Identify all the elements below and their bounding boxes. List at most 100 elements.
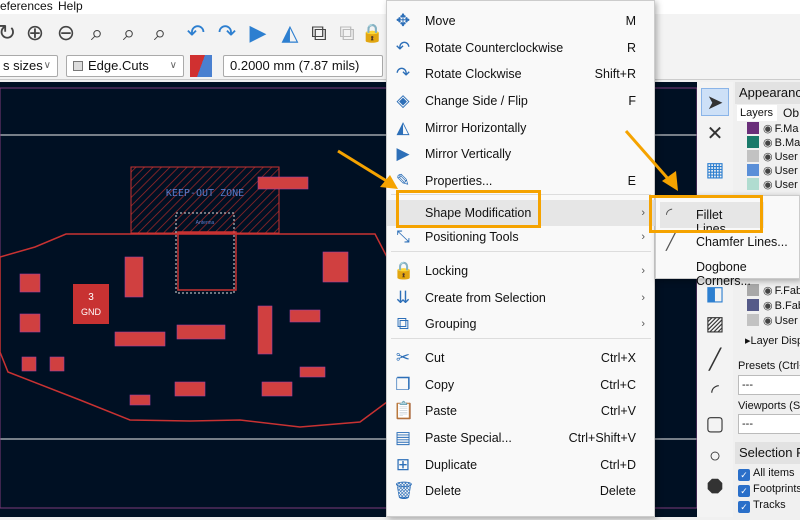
- add-via-icon[interactable]: ◧: [705, 283, 725, 305]
- menu-item-label: Copy: [425, 378, 455, 392]
- menu-item-create-from-selection[interactable]: ⇊Create from Selection›: [387, 285, 655, 311]
- menu-item-shortcut: Delete: [599, 484, 636, 498]
- rotate-ccw-icon[interactable]: ↶: [186, 20, 206, 45]
- track-width-select[interactable]: 0.2000 mm (7.87 mils): [223, 55, 383, 77]
- submenu-item-label: Dogbone Corners...: [696, 260, 751, 288]
- presets-label: Presets (Ctrl+: [738, 360, 800, 372]
- menu-item-move[interactable]: ✥ Move M: [387, 8, 655, 34]
- mirror-h-icon: ◭: [396, 118, 410, 137]
- chevron-down-icon: ∨: [169, 60, 177, 71]
- layer-row[interactable]: ◉User: [747, 150, 798, 163]
- draw-line-icon[interactable]: ╱: [708, 349, 722, 371]
- menu-item-label: Paste Special...: [425, 431, 512, 445]
- draw-arc-icon[interactable]: ◜: [711, 381, 719, 403]
- fillet-icon: ◜: [666, 206, 673, 223]
- menu-item-shortcut: Ctrl+C: [600, 378, 636, 392]
- zoom-in-icon[interactable]: ⊕: [25, 20, 45, 45]
- submenu-item-chamfer-lines[interactable]: ╱ Chamfer Lines...: [660, 230, 798, 254]
- layer-display-toggle[interactable]: ▸Layer Disp: [745, 335, 800, 347]
- zoom-fit-icon[interactable]: ⌕: [90, 20, 104, 45]
- mirror-v-icon[interactable]: ▶: [249, 20, 267, 45]
- copy-icon: ❐: [395, 375, 411, 394]
- menu-separator: [391, 194, 651, 195]
- paste-icon: 📋: [393, 401, 415, 420]
- zoom-selection-icon[interactable]: ⌕: [153, 20, 167, 45]
- menu-item-paste-special[interactable]: ▤Paste Special...Ctrl+Shift+V: [387, 425, 655, 451]
- draw-circle-icon[interactable]: ○: [708, 445, 722, 467]
- ungroup-icon[interactable]: ⧉: [339, 20, 355, 45]
- zoom-objects-icon[interactable]: ⌕: [122, 20, 136, 45]
- draw-rectangle-icon[interactable]: ▢: [705, 413, 725, 435]
- menu-item-label: Delete: [425, 484, 462, 498]
- draw-polygon-icon[interactable]: ⯃: [707, 477, 723, 499]
- add-footprint-icon[interactable]: ▦: [705, 159, 725, 181]
- viewports-select[interactable]: ---: [738, 414, 800, 434]
- menu-item-positioning-tools[interactable]: ⤡Positioning Tools›: [387, 224, 655, 250]
- mirror-h-icon[interactable]: ◭: [281, 20, 299, 45]
- positioning-icon: ⤡: [396, 227, 410, 246]
- tab-objects[interactable]: Ob: [783, 106, 800, 120]
- chevron-right-icon: ›: [641, 318, 645, 330]
- menu-item-shortcut: Shift+R: [594, 67, 636, 81]
- menu-separator: [391, 251, 651, 252]
- chevron-right-icon: ›: [641, 207, 645, 219]
- mirror-v-icon: ▶: [396, 144, 410, 163]
- selection-filter-header: Selection Filt: [735, 442, 800, 464]
- group-icon[interactable]: ⧉: [311, 20, 327, 45]
- component-pads: [19, 176, 349, 406]
- layer-row[interactable]: ◉User: [747, 314, 798, 327]
- tab-layers[interactable]: Layers: [737, 105, 777, 121]
- lock-icon[interactable]: 🔒: [361, 23, 384, 43]
- keepout-zone: [130, 166, 280, 234]
- menu-item-copy[interactable]: ❐ Copy Ctrl+C: [387, 372, 655, 398]
- redraw-icon[interactable]: ↻: [0, 20, 17, 45]
- menu-item-label: Move: [425, 14, 456, 28]
- appearance-header: Appearance: [735, 82, 800, 104]
- local-ratsnest-icon[interactable]: ✕: [706, 123, 724, 145]
- flip-icon: ◈: [396, 91, 410, 110]
- filter-footprints[interactable]: ✓Footprints: [738, 483, 800, 497]
- add-zone-icon[interactable]: ▨: [705, 313, 725, 335]
- menu-item-shortcut: Ctrl+X: [600, 351, 636, 365]
- layer-row[interactable]: ◉B.Ma: [747, 136, 800, 149]
- presets-select[interactable]: ---: [738, 375, 800, 395]
- layer-row[interactable]: ◉User: [747, 164, 798, 177]
- zoom-out-icon[interactable]: ⊖: [56, 20, 76, 45]
- layer-pair-icon[interactable]: [190, 55, 212, 77]
- size-select[interactable]: s sizes∨: [0, 55, 58, 77]
- layer-row[interactable]: ◉F.Fab: [747, 284, 800, 297]
- menu-help[interactable]: Help: [58, 0, 83, 13]
- layer-row[interactable]: ◉B.Fab: [747, 299, 800, 312]
- create-icon: ⇊: [395, 288, 411, 307]
- menu-item-label: Locking: [425, 264, 469, 278]
- antenna-outline: [175, 212, 235, 294]
- select-tool-icon[interactable]: ➤: [701, 88, 729, 116]
- menu-item-shape-modification[interactable]: Shape Modification›: [387, 200, 655, 226]
- menu-preferences[interactable]: eferences: [0, 0, 53, 13]
- layer-row[interactable]: ◉User: [747, 178, 798, 191]
- filter-tracks[interactable]: ✓Tracks: [738, 499, 786, 513]
- menu-item-mirror-horizontally[interactable]: ◭Mirror Horizontally: [387, 115, 655, 141]
- menu-item-label: Mirror Vertically: [425, 147, 512, 161]
- move-icon: ✥: [395, 11, 411, 30]
- submenu-item-dogbone-corners[interactable]: Dogbone Corners...: [660, 256, 798, 288]
- keepout-label: KEEP-OUT ZONE: [166, 188, 244, 199]
- filter-all-items[interactable]: ✓All items: [738, 467, 795, 481]
- rotate-cw-icon[interactable]: ↷: [217, 20, 237, 45]
- menu-separator: [391, 338, 651, 339]
- menu-item-grouping[interactable]: ⧉Grouping›: [387, 311, 655, 337]
- menu-item-label: Create from Selection: [425, 291, 546, 305]
- layer-select[interactable]: Edge.Cuts∨: [66, 55, 184, 77]
- cut-icon: ✂: [395, 348, 411, 367]
- menu-item-shortcut: M: [625, 14, 636, 28]
- menu-item-locking[interactable]: 🔒Locking›: [387, 258, 655, 284]
- menu-item-mirror-vertically[interactable]: ▶ Mirror Vertically: [387, 141, 655, 167]
- layer-row[interactable]: ◉F.Ma: [747, 122, 798, 135]
